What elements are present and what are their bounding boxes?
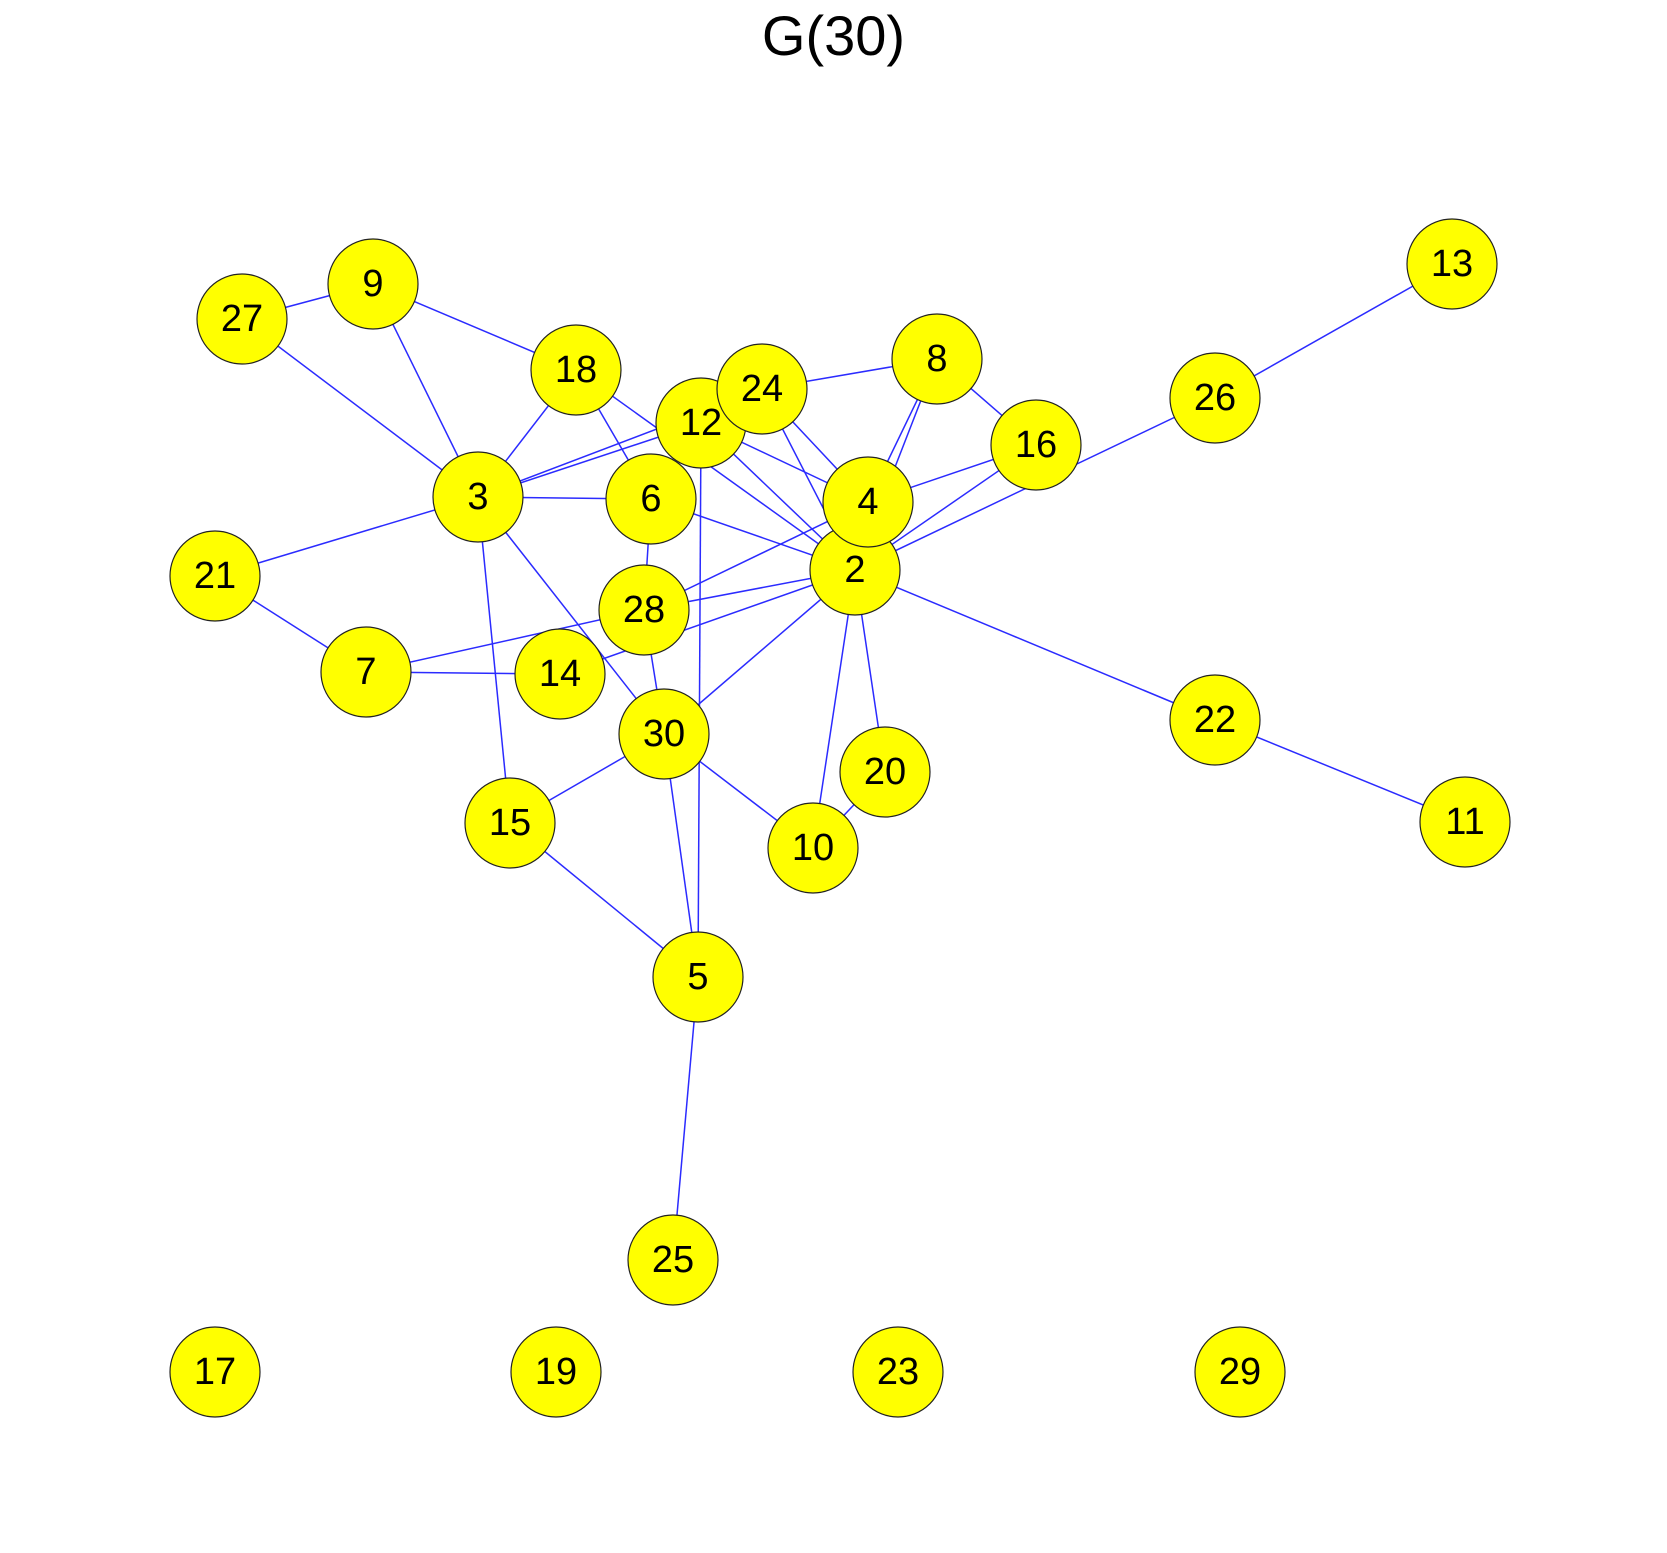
node-label-17: 17 <box>194 1351 236 1393</box>
node-label-3: 3 <box>467 476 488 518</box>
edge-18-2 <box>575 369 856 571</box>
node-circle-3 <box>432 451 524 543</box>
node-circle-15 <box>464 777 556 869</box>
node-label-30: 30 <box>643 713 685 755</box>
node-label-20: 20 <box>864 751 906 793</box>
node-label-16: 16 <box>1015 424 1057 466</box>
node-29: 29 <box>1194 1326 1286 1418</box>
node-label-27: 27 <box>221 298 263 340</box>
node-23: 23 <box>852 1326 944 1418</box>
node-label-25: 25 <box>652 1239 694 1281</box>
node-circle-23 <box>852 1326 944 1418</box>
node-circle-5 <box>652 931 744 1023</box>
edge-27-3 <box>241 318 479 498</box>
node-circle-27 <box>196 273 288 365</box>
node-circle-22 <box>1169 674 1261 766</box>
edge-3-21 <box>214 496 479 577</box>
node-circle-13 <box>1406 218 1498 310</box>
node-label-26: 26 <box>1194 377 1236 419</box>
edge-2-10 <box>812 569 856 849</box>
node-13: 13 <box>1406 218 1498 310</box>
edge-3-30 <box>477 496 665 735</box>
node-circle-17 <box>169 1326 261 1418</box>
edge-5-25 <box>672 976 699 1261</box>
node-4: 4 <box>822 456 914 548</box>
node-16: 16 <box>990 399 1082 491</box>
node-15: 15 <box>464 777 556 869</box>
node-circle-8 <box>891 313 983 405</box>
node-14: 14 <box>514 628 606 720</box>
edge-12-5 <box>697 422 702 978</box>
node-label-18: 18 <box>555 349 597 391</box>
node-circle-21 <box>169 530 261 622</box>
node-circle-29 <box>1194 1326 1286 1418</box>
node-19: 19 <box>510 1326 602 1418</box>
node-label-14: 14 <box>539 653 581 695</box>
node-label-19: 19 <box>535 1351 577 1393</box>
node-circle-28 <box>598 564 690 656</box>
node-27: 27 <box>196 273 288 365</box>
node-24: 24 <box>716 343 808 435</box>
node-circle-19 <box>510 1326 602 1418</box>
node-3: 3 <box>432 451 524 543</box>
node-circle-4 <box>822 456 914 548</box>
node-circle-9 <box>327 238 419 330</box>
node-21: 21 <box>169 530 261 622</box>
node-label-24: 24 <box>741 368 783 410</box>
node-circle-6 <box>605 453 697 545</box>
node-label-15: 15 <box>489 802 531 844</box>
node-28: 28 <box>598 564 690 656</box>
node-label-9: 9 <box>362 263 383 305</box>
node-circle-26 <box>1169 352 1261 444</box>
node-9: 9 <box>327 238 419 330</box>
node-circle-14 <box>514 628 606 720</box>
node-label-23: 23 <box>877 1351 919 1393</box>
node-label-4: 4 <box>857 481 878 523</box>
node-label-22: 22 <box>1194 699 1236 741</box>
node-8: 8 <box>891 313 983 405</box>
edge-2-14 <box>559 569 856 675</box>
node-label-7: 7 <box>355 651 376 693</box>
node-label-2: 2 <box>844 549 865 591</box>
node-11: 11 <box>1419 776 1511 868</box>
node-17: 17 <box>169 1326 261 1418</box>
node-circle-16 <box>990 399 1082 491</box>
node-circle-30 <box>618 688 710 780</box>
node-20: 20 <box>839 726 931 818</box>
node-label-13: 13 <box>1431 243 1473 285</box>
node-label-28: 28 <box>623 589 665 631</box>
node-22: 22 <box>1169 674 1261 766</box>
edges-layer <box>214 263 1466 1261</box>
node-circle-11 <box>1419 776 1511 868</box>
node-30: 30 <box>618 688 710 780</box>
node-label-10: 10 <box>792 827 834 869</box>
edge-3-15 <box>477 496 511 824</box>
node-label-6: 6 <box>640 478 661 520</box>
node-label-12: 12 <box>680 402 722 444</box>
node-18: 18 <box>530 324 622 416</box>
node-circle-7 <box>320 626 412 718</box>
edge-7-28 <box>365 609 645 673</box>
node-label-11: 11 <box>1445 801 1484 843</box>
node-circle-20 <box>839 726 931 818</box>
node-5: 5 <box>652 931 744 1023</box>
diagram-title: G(30) <box>761 4 906 67</box>
node-26: 26 <box>1169 352 1261 444</box>
node-circle-24 <box>716 343 808 435</box>
node-label-29: 29 <box>1219 1351 1261 1393</box>
node-7: 7 <box>320 626 412 718</box>
node-10: 10 <box>767 802 859 894</box>
node-circle-25 <box>627 1214 719 1306</box>
node-label-5: 5 <box>687 956 708 998</box>
node-6: 6 <box>605 453 697 545</box>
node-label-21: 21 <box>194 555 236 597</box>
node-25: 25 <box>627 1214 719 1306</box>
edge-2-22 <box>854 569 1216 721</box>
node-label-8: 8 <box>926 338 947 380</box>
node-circle-18 <box>530 324 622 416</box>
node-circle-10 <box>767 802 859 894</box>
